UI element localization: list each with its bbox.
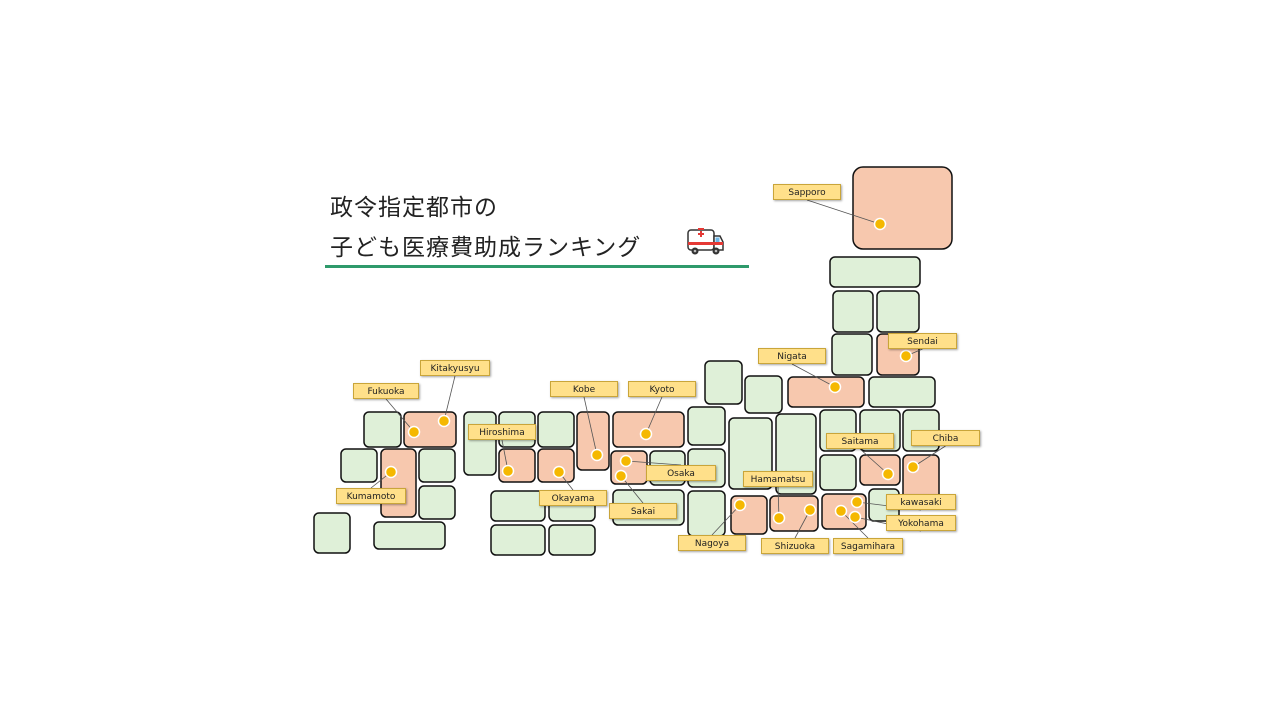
tile-aomori: [829, 256, 921, 288]
city-label-kitakyusyu: Kitakyusyu: [420, 360, 490, 376]
tile-fukushima: [868, 376, 936, 408]
tile-toyama: [744, 375, 783, 414]
city-marker-okayama: [552, 465, 566, 479]
city-marker-saitama: [881, 467, 895, 481]
tile-hokkaido: [852, 166, 953, 250]
leader-line-saitama: [859, 448, 889, 475]
city-label-kobe: Kobe: [550, 381, 618, 397]
city-marker-kobe: [590, 448, 604, 462]
city-marker-hiroshima: [501, 464, 515, 478]
leader-line-fukuoka: [385, 398, 415, 433]
tile-yamaguchi: [463, 411, 497, 476]
city-markers: [384, 217, 920, 525]
city-marker-kitakyusyu: [437, 414, 451, 428]
city-label-nagoya: Nagoya: [678, 535, 746, 551]
city-marker-fukuoka: [407, 425, 421, 439]
tile-ehime: [490, 490, 546, 522]
leader-line-nagoya: [711, 504, 741, 536]
city-marker-kumamoto: [384, 465, 398, 479]
leader-line-kitakyusyu: [443, 375, 456, 422]
tile-fukui: [687, 406, 726, 446]
city-label-chiba: Chiba: [911, 430, 980, 446]
title-line-1: 政令指定都市の: [330, 195, 498, 221]
tile-okinawa: [313, 512, 351, 554]
city-label-kumamoto: Kumamoto: [336, 488, 406, 504]
tile-kochi: [490, 524, 546, 556]
city-label-hiroshima: Hiroshima: [468, 424, 536, 440]
leader-line-nigata: [791, 363, 836, 388]
tile-nagasaki: [340, 448, 378, 483]
leader-line-chiba: [912, 445, 946, 468]
city-label-kyoto: Kyoto: [628, 381, 696, 397]
tile-yamagata: [831, 333, 873, 376]
city-marker-kyoto: [639, 427, 653, 441]
tile-wakayama: [687, 490, 726, 537]
city-marker-sapporo: [873, 217, 887, 231]
tile-hyogo: [576, 411, 610, 471]
city-label-sagamihara: Sagamihara: [833, 538, 903, 554]
city-label-okayama: Okayama: [539, 490, 607, 506]
leader-line-osaka: [625, 460, 682, 466]
leader-line-kyoto: [645, 396, 663, 435]
city-marker-kawasaki: [850, 495, 864, 509]
tile-akita: [832, 290, 874, 333]
city-label-fukuoka: Fukuoka: [353, 383, 419, 399]
city-label-osaka: Osaka: [646, 465, 716, 481]
city-label-kawasaki: kawasaki: [886, 494, 956, 510]
city-marker-sagamihara: [834, 504, 848, 518]
city-label-hamamatsu: Hamamatsu: [743, 471, 813, 487]
city-marker-sakai: [614, 469, 628, 483]
tile-yamanashi: [819, 454, 857, 491]
city-marker-sendai: [899, 349, 913, 363]
city-label-sakai: Sakai: [609, 503, 677, 519]
tile-ishikawa: [704, 360, 743, 405]
city-label-saitama: Saitama: [826, 433, 894, 449]
city-marker-shizuoka: [803, 503, 817, 517]
city-label-shizuoka: Shizuoka: [761, 538, 829, 554]
tile-oita: [418, 448, 456, 483]
city-label-nigata: Nigata: [758, 348, 826, 364]
city-marker-osaka: [619, 454, 633, 468]
city-marker-nigata: [828, 380, 842, 394]
title-underline: [325, 265, 749, 268]
tile-tokushima: [548, 524, 596, 556]
city-marker-nagoya: [733, 498, 747, 512]
title-line-2: 子ども医療費助成ランキング: [330, 235, 642, 261]
ambulance-icon: [687, 228, 724, 255]
city-marker-yokohama: [848, 510, 862, 524]
leader-line-kobe: [583, 396, 598, 456]
tile-saitama: [859, 454, 901, 486]
city-label-sapporo: Sapporo: [773, 184, 841, 200]
city-label-sendai: Sendai: [888, 333, 957, 349]
tile-miyazaki: [418, 485, 456, 520]
tile-kagoshima: [373, 521, 446, 550]
tile-saga: [363, 411, 402, 448]
tile-iwate: [876, 290, 920, 333]
leader-line-sagamihara: [840, 510, 869, 539]
tile-kumamoto: [380, 448, 417, 518]
city-label-yokohama: Yokohama: [886, 515, 956, 531]
city-marker-chiba: [906, 460, 920, 474]
city-marker-hamamatsu: [772, 511, 786, 525]
leader-line-sapporo: [806, 199, 881, 225]
tile-tottori: [537, 411, 575, 448]
tile-niigata: [787, 376, 865, 408]
